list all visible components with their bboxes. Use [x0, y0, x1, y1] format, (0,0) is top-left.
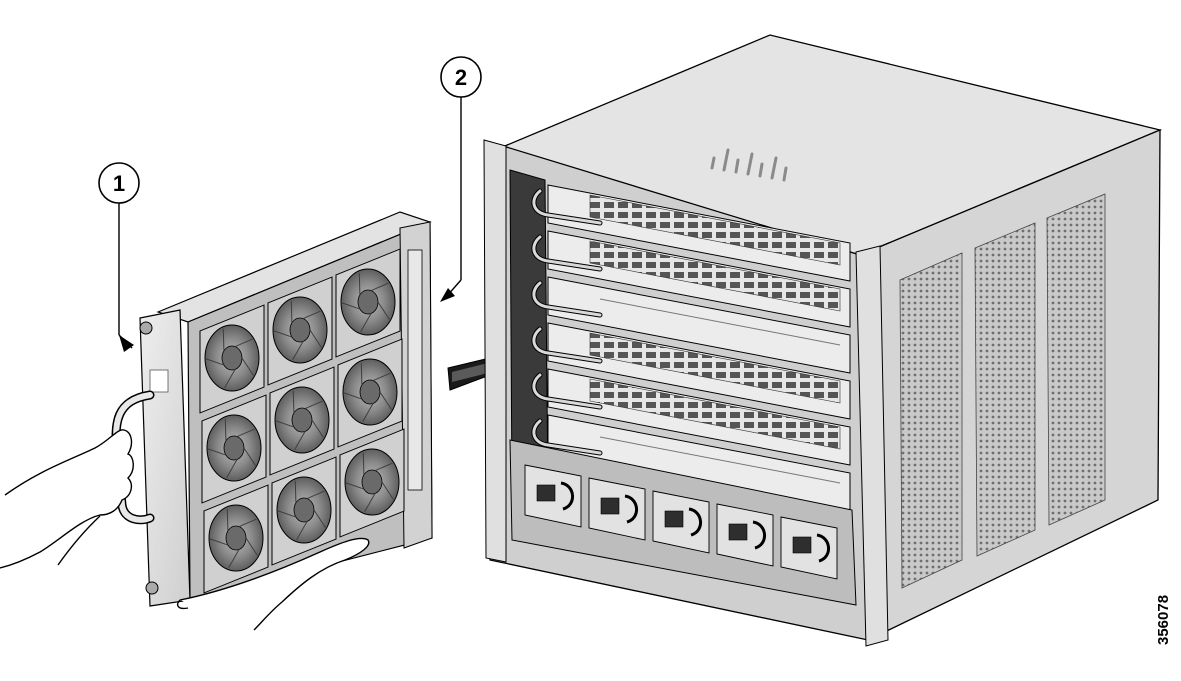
callout-1: 1 — [98, 162, 140, 352]
power-supply — [652, 490, 710, 554]
fan-grid — [199, 248, 405, 594]
line-card — [531, 368, 851, 466]
figure-id: 356078 — [1155, 595, 1172, 645]
fan-tray-front-panel — [139, 309, 191, 607]
side-vent-1 — [899, 252, 963, 589]
side-vent-3 — [1046, 193, 1106, 526]
front-panel-label — [149, 369, 169, 393]
fan — [335, 248, 401, 358]
fan-tray-connector — [407, 249, 423, 491]
right-hand — [0, 429, 134, 569]
callout-2-arrowhead — [440, 288, 455, 302]
fan — [271, 456, 337, 566]
callout-2: 2 — [440, 56, 482, 302]
captive-screw-bottom — [145, 581, 159, 595]
line-card — [531, 230, 851, 328]
cisco-logo — [710, 148, 788, 182]
power-supply — [588, 477, 646, 541]
fan-tray — [111, 211, 433, 607]
power-supply — [780, 516, 838, 580]
power-supply — [716, 503, 774, 567]
fan — [203, 484, 269, 594]
chassis — [483, 34, 1163, 647]
line-card — [531, 184, 851, 282]
callout-2-label: 2 — [455, 65, 467, 90]
fan — [339, 428, 405, 538]
power-supplies — [524, 464, 838, 580]
line-card — [531, 322, 851, 420]
captive-screw-top — [139, 321, 153, 335]
fan — [269, 366, 335, 476]
fan — [337, 338, 403, 448]
fan — [199, 304, 265, 414]
power-supply — [524, 464, 582, 528]
fan — [201, 394, 267, 504]
line-cards — [531, 184, 851, 512]
mounting-ear-right — [855, 245, 889, 647]
hands — [0, 429, 370, 631]
left-hand — [179, 537, 370, 631]
line-card — [531, 276, 851, 374]
fan — [267, 276, 333, 386]
callout-1-label: 1 — [113, 171, 125, 196]
side-vent-2 — [974, 222, 1036, 557]
mounting-ear-left — [483, 139, 507, 563]
